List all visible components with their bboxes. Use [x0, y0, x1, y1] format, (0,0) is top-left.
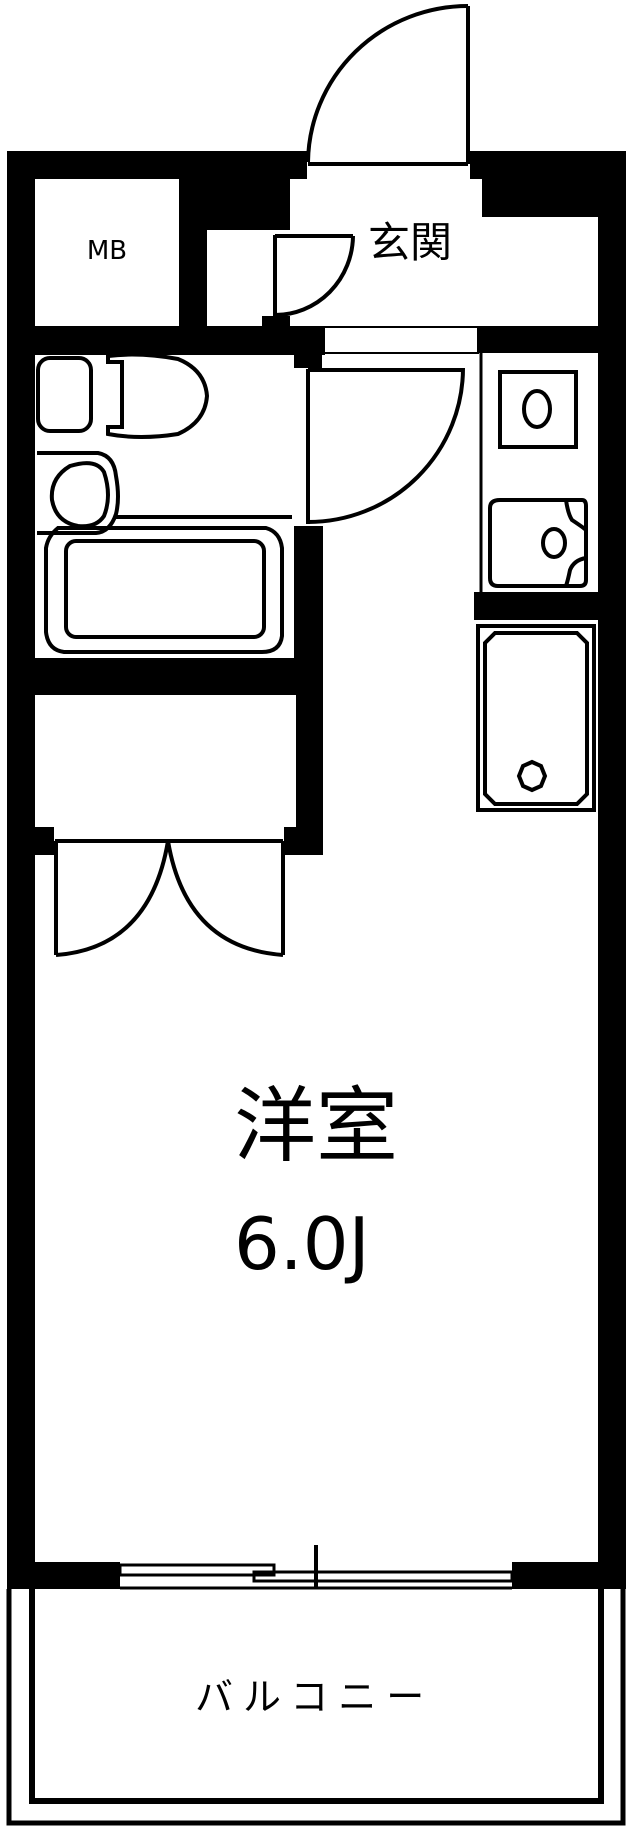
toilet-icon [36, 352, 210, 439]
sliding-window-icon [118, 1545, 514, 1590]
western-room-size: 6.0J [234, 1202, 370, 1286]
balcony-outline [6, 1589, 626, 1826]
washbasin-icon [37, 451, 292, 535]
entrance-door-icon [306, 4, 470, 166]
threshold [321, 326, 479, 354]
western-room-label: 洋室 [234, 1079, 399, 1174]
interior-walls [7, 179, 626, 855]
balcony-label: バルコニー [195, 1675, 435, 1719]
outer-walls [7, 151, 626, 1589]
entrance-label: 玄関 [368, 218, 453, 267]
shoe-closet-door-icon [273, 234, 355, 317]
bathtub-icon [44, 526, 284, 654]
stove-icon [498, 370, 578, 449]
bathroom-door-icon [306, 367, 465, 524]
meter-box-label: MB [86, 236, 128, 266]
sink-icon [488, 498, 588, 588]
closet-double-door-icon [54, 839, 285, 957]
washing-machine-pan-icon [476, 624, 596, 812]
